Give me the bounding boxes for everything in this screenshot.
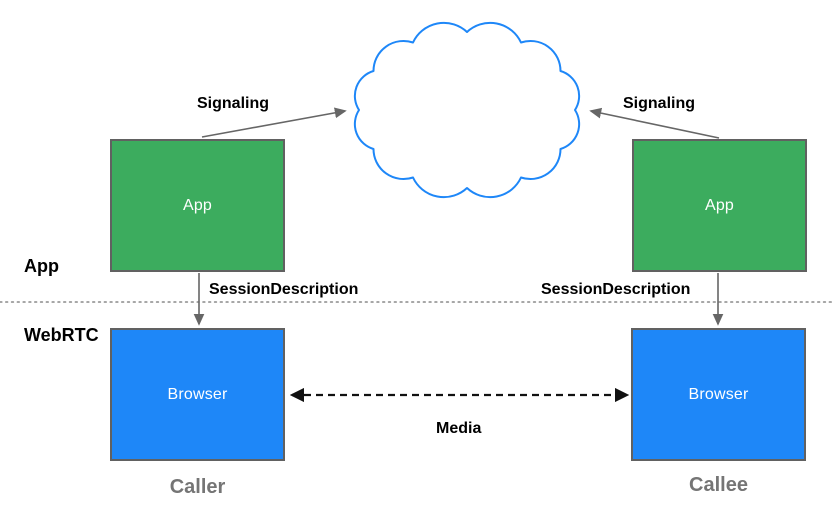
browser-node-callee: Browser (631, 328, 806, 461)
browser-node-caller-label: Browser (167, 385, 228, 403)
signaling-arrow-left (201, 107, 347, 138)
app-node-callee: App (632, 139, 807, 272)
media-label: Media (436, 420, 482, 437)
signaling-label-right: Signaling (623, 95, 695, 112)
app-node-caller: App (110, 139, 285, 272)
caption-caller: Caller (169, 476, 226, 498)
browser-node-caller: Browser (110, 328, 285, 461)
app-node-caller-label: App (182, 196, 213, 214)
caption-callee: Callee (689, 474, 748, 496)
signaling-label-left: Signaling (197, 95, 269, 112)
browser-node-callee-label: Browser (688, 385, 749, 403)
signaling-arrow-right (589, 107, 720, 139)
layer-label-app: App (24, 256, 59, 276)
app-node-callee-label: App (704, 196, 735, 214)
cloud-icon (353, 21, 581, 199)
session-description-label-left: SessionDescription (209, 281, 359, 298)
session-description-label-right: SessionDescription (541, 281, 691, 298)
layer-label-webrtc: WebRTC (24, 325, 99, 345)
